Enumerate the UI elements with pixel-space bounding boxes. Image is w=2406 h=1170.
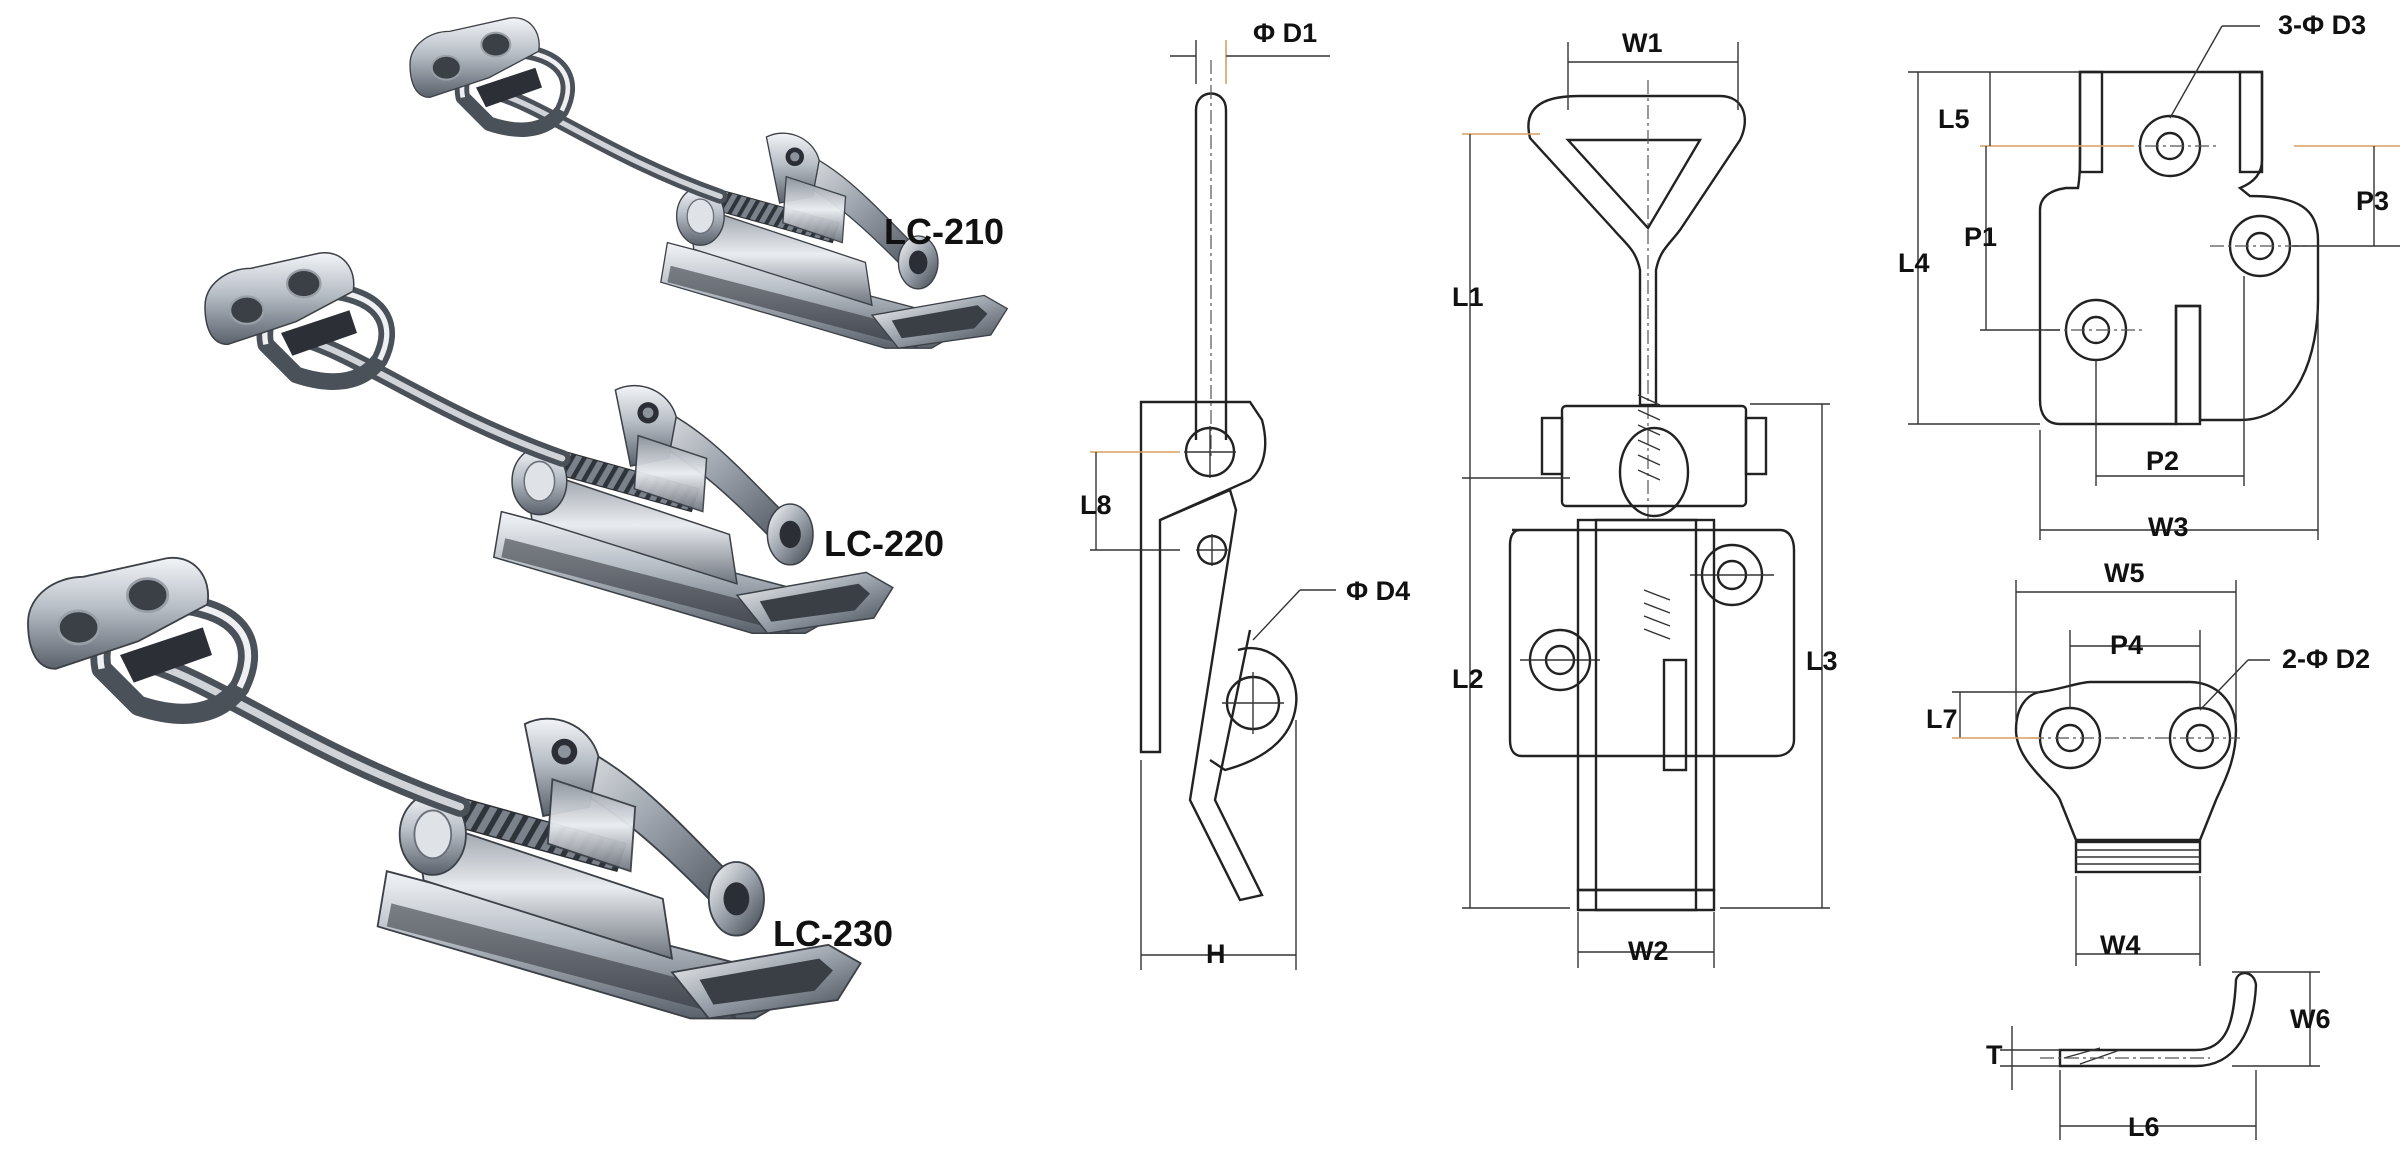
label-p1: P1 bbox=[1964, 222, 1997, 252]
label-p2: P2 bbox=[2146, 446, 2179, 476]
label-d4: Φ D4 bbox=[1346, 576, 1410, 606]
front-view-drawing: W1 L1 L2 L3 W2 bbox=[1452, 28, 1838, 968]
label-l4: L4 bbox=[1898, 248, 1930, 278]
label-3-d3: 3-Φ D3 bbox=[2278, 10, 2366, 40]
label-w2: W2 bbox=[1628, 936, 1669, 966]
label-d1: Φ D1 bbox=[1253, 18, 1317, 48]
label-l2: L2 bbox=[1452, 664, 1484, 694]
label-w5: W5 bbox=[2104, 558, 2145, 588]
label-2-d2: 2-Φ D2 bbox=[2282, 644, 2370, 674]
model-label-lc-230: LC-230 bbox=[773, 913, 893, 954]
side-view-drawing: Φ D1 L8 Φ D4 H bbox=[1080, 18, 1410, 970]
label-l5: L5 bbox=[1938, 104, 1970, 134]
label-t: T bbox=[1986, 1040, 2003, 1070]
catch-plate-drawing: W5 P4 2-Φ D2 L7 W4 T bbox=[1926, 558, 2370, 1142]
label-h: H bbox=[1206, 939, 1226, 969]
label-w6: W6 bbox=[2290, 1004, 2331, 1034]
model-label-lc-210: LC-210 bbox=[884, 211, 1004, 252]
label-w1: W1 bbox=[1622, 28, 1663, 58]
label-w4: W4 bbox=[2100, 930, 2141, 960]
base-plate-drawing: 3-Φ D3 L4 L5 P1 P3 P2 W3 bbox=[1898, 10, 2400, 542]
label-l8: L8 bbox=[1080, 490, 1112, 520]
label-l6: L6 bbox=[2128, 1112, 2160, 1142]
model-label-lc-220: LC-220 bbox=[824, 523, 944, 564]
label-l7: L7 bbox=[1926, 704, 1958, 734]
label-w3: W3 bbox=[2148, 512, 2189, 542]
latch-product-illustration: LC-210 LC-220 LC-230 bbox=[0, 0, 1060, 1170]
label-l1: L1 bbox=[1452, 282, 1484, 312]
label-p3: P3 bbox=[2356, 186, 2389, 216]
label-l3: L3 bbox=[1806, 646, 1838, 676]
label-p4: P4 bbox=[2110, 630, 2143, 660]
